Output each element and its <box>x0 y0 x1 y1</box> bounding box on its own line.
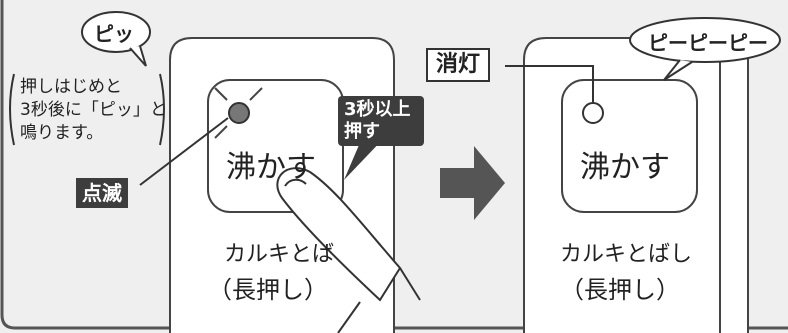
next-arrow <box>440 146 505 220</box>
press-callout: 3秒以上 押す <box>338 96 424 146</box>
beep-note: 押しはじめと 3秒後に「ピッ」と 鳴ります。 <box>20 76 167 145</box>
note-line-2: 3秒後に「ピッ」と <box>20 100 167 120</box>
press-line-2: 押す <box>344 121 380 142</box>
right-lamp <box>582 102 604 124</box>
off-leader <box>505 65 594 103</box>
right-beep-bubble-shape <box>629 17 781 63</box>
right-desc-line-2: （長押し） <box>560 276 680 304</box>
left-lamp <box>228 102 250 124</box>
off-label: 消灯 <box>426 48 491 82</box>
blink-label: 点滅 <box>76 178 128 208</box>
left-desc-line-2: （長押し） <box>208 276 328 304</box>
right-desc-line-1: カルキとばし <box>560 242 693 267</box>
blink-leader <box>139 117 229 186</box>
left-beep-bubble-shape <box>81 11 151 53</box>
right-button-text: 沸かす <box>580 150 670 185</box>
note-line-3: 鳴ります。 <box>20 123 104 143</box>
left-button-text: 沸かす <box>226 150 316 185</box>
press-callout-tail <box>344 138 384 180</box>
note-line-1: 押しはじめと <box>20 77 122 97</box>
finger-icon <box>276 167 421 333</box>
left-desc-line-1: カルキとば <box>224 242 335 267</box>
press-line-1: 3秒以上 <box>344 99 411 120</box>
blink-rays <box>214 87 263 139</box>
left-beep-text: ピッ <box>94 22 134 46</box>
right-beep-text: ピーピーピー <box>648 31 768 55</box>
